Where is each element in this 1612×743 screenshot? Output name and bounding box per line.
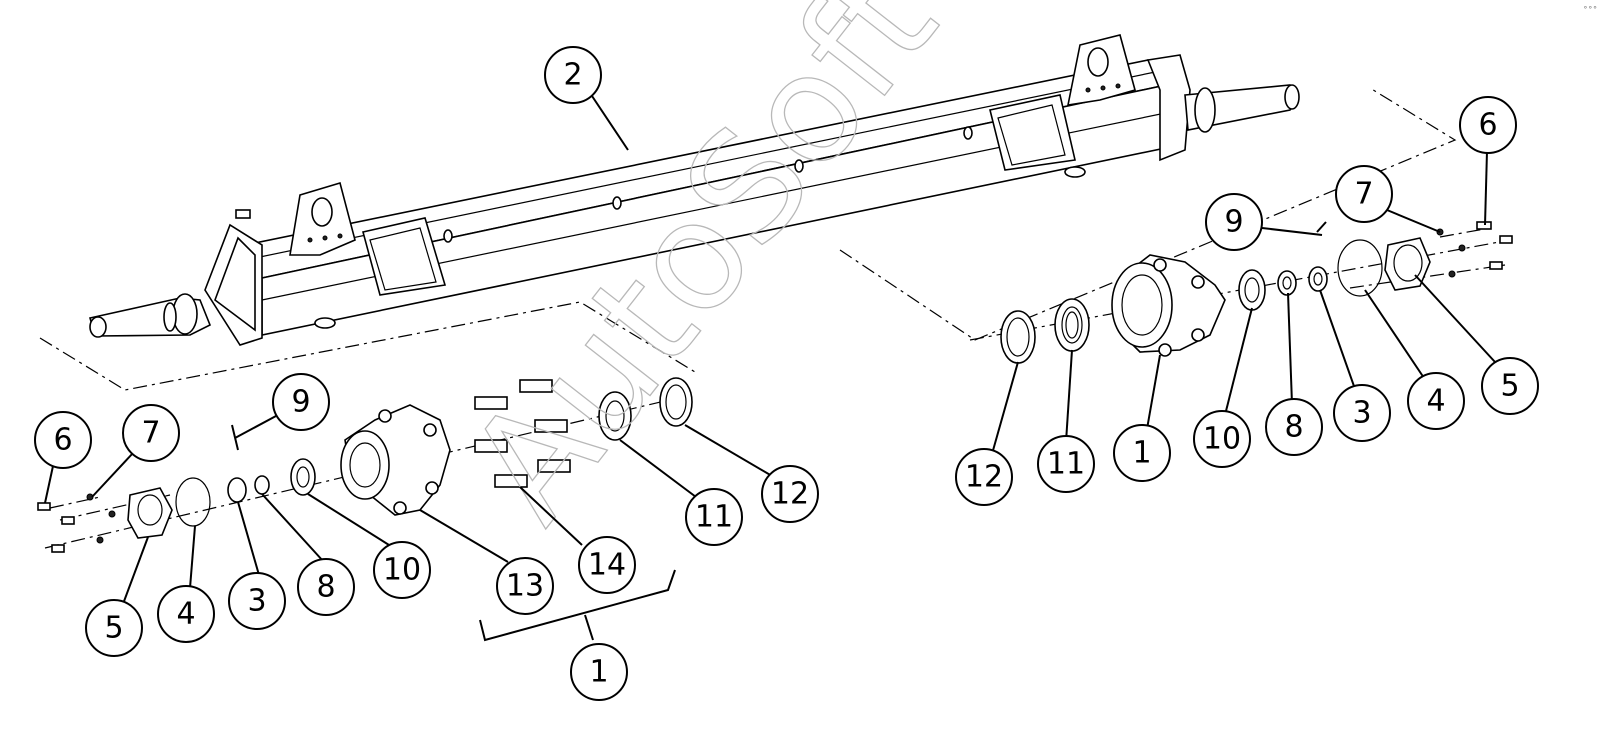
svg-text:13: 13	[506, 569, 544, 604]
svg-text:6: 6	[53, 423, 72, 458]
callout-11-left: 11	[685, 488, 743, 546]
svg-text:5: 5	[104, 611, 123, 646]
right-envelope	[839, 87, 1457, 341]
svg-text:7: 7	[141, 416, 160, 451]
svg-text:1: 1	[589, 655, 608, 690]
callout-5-left: 5	[85, 599, 143, 657]
callout-3-left: 3	[228, 572, 286, 630]
svg-text:3: 3	[1352, 396, 1371, 431]
svg-text:8: 8	[316, 570, 335, 605]
callout-12-left: 12	[761, 465, 819, 523]
svg-text:3: 3	[247, 584, 266, 619]
axle-beam	[39, 34, 1457, 391]
svg-text:9: 9	[1224, 205, 1243, 240]
svg-text:7: 7	[1354, 177, 1373, 212]
callout-11-right: 11	[1037, 435, 1095, 493]
callout-14-left: 14	[578, 536, 636, 594]
callout-9-right: 9	[1205, 193, 1263, 251]
callout-1-right: 1	[1113, 424, 1171, 482]
callout-4-right: 4	[1407, 372, 1465, 430]
leader-lines	[44, 95, 1496, 641]
svg-text:9: 9	[291, 385, 310, 420]
callout-12-right: 12	[955, 448, 1013, 506]
svg-text:12: 12	[771, 477, 809, 512]
callout-10-left: 10	[373, 541, 431, 599]
callout-7-right: 7	[1335, 165, 1393, 223]
svg-text:10: 10	[383, 553, 421, 588]
svg-text:2: 2	[563, 58, 582, 93]
corner-mark: °°°	[1583, 5, 1597, 14]
svg-text:12: 12	[965, 460, 1003, 495]
left-envelope	[39, 301, 696, 391]
callout-7-left: 7	[122, 404, 180, 462]
svg-text:11: 11	[1047, 447, 1085, 482]
callout-8-left: 8	[297, 558, 355, 616]
callout-3-right: 3	[1333, 384, 1391, 442]
callout-13-left: 13	[496, 557, 554, 615]
svg-text:10: 10	[1203, 422, 1241, 457]
left-hub-assembly	[37, 377, 693, 642]
svg-text:4: 4	[176, 597, 195, 632]
svg-text:6: 6	[1478, 108, 1497, 143]
svg-text:14: 14	[588, 548, 626, 583]
callout-8-right: 8	[1265, 398, 1323, 456]
svg-text:5: 5	[1500, 369, 1519, 404]
callout-1-left: 1	[570, 643, 628, 701]
svg-text:1: 1	[1132, 436, 1151, 471]
callout-5-right: 5	[1481, 357, 1539, 415]
callout-4-left: 4	[157, 585, 215, 643]
callout-6-left: 6	[34, 411, 92, 469]
callout-6-right: 6	[1459, 96, 1517, 154]
callout-10-right: 10	[1193, 410, 1251, 468]
callout-9-left: 9	[272, 373, 330, 431]
svg-text:8: 8	[1284, 410, 1303, 445]
svg-text:4: 4	[1426, 384, 1445, 419]
svg-text:11: 11	[695, 500, 733, 535]
callout-2: 2	[544, 46, 602, 104]
